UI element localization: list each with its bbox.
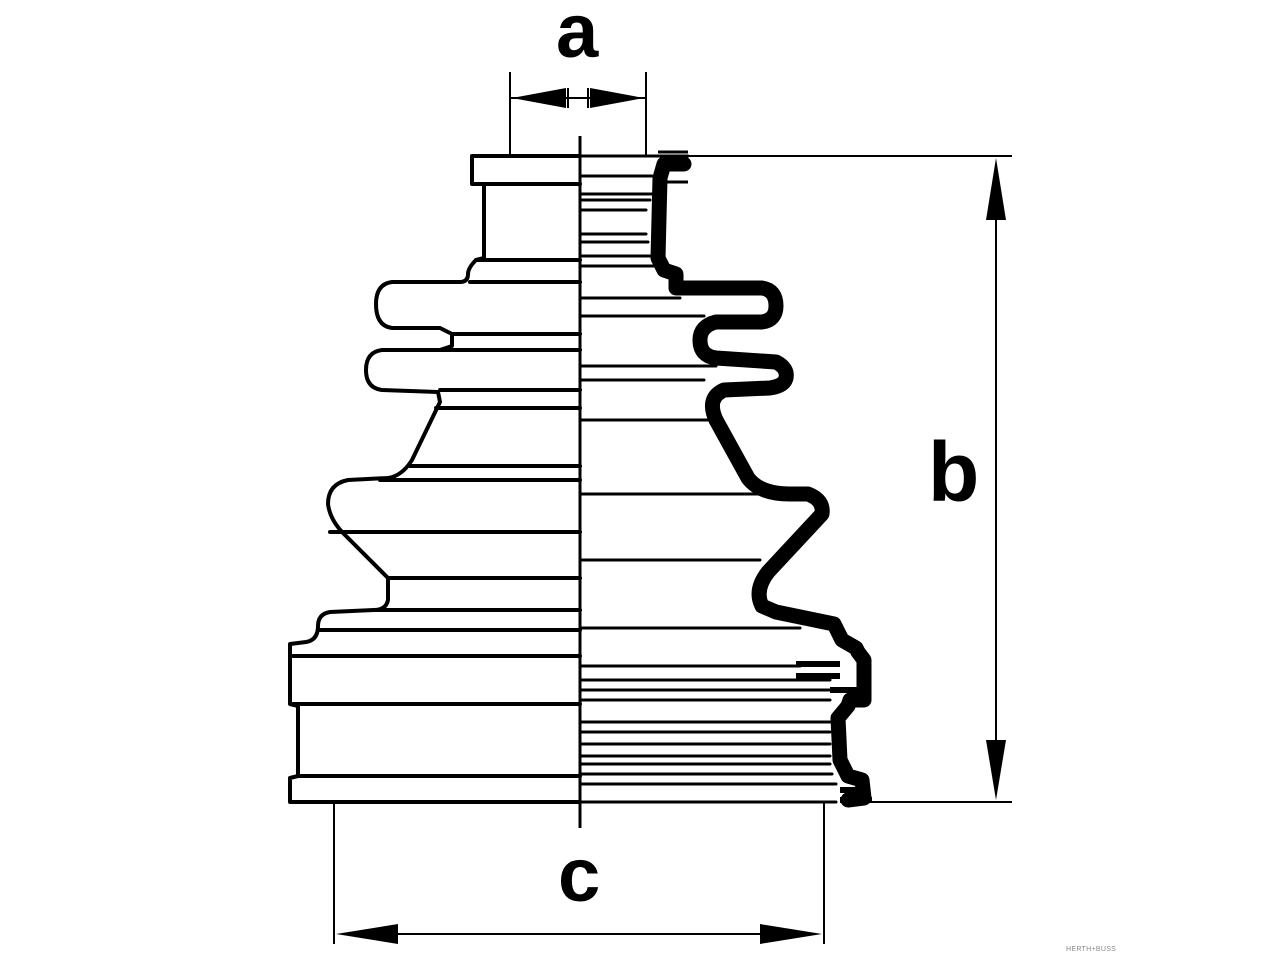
dimension-b-label: b — [928, 425, 980, 519]
bottom-band-detail — [796, 661, 872, 803]
boot-left-details — [290, 182, 582, 778]
top-band-hatch — [658, 150, 688, 184]
brand-watermark: HERTH+BUSS — [1066, 946, 1117, 953]
boot-wall-section — [650, 156, 872, 808]
dimension-c-label: c — [558, 833, 601, 918]
dimension-c — [333, 802, 825, 944]
dimension-a-label: a — [556, 0, 599, 74]
dimension-b — [688, 155, 1012, 803]
boot-right-section-lines — [578, 154, 838, 804]
boot-left-outline — [288, 154, 582, 804]
dimension-a — [509, 72, 647, 156]
